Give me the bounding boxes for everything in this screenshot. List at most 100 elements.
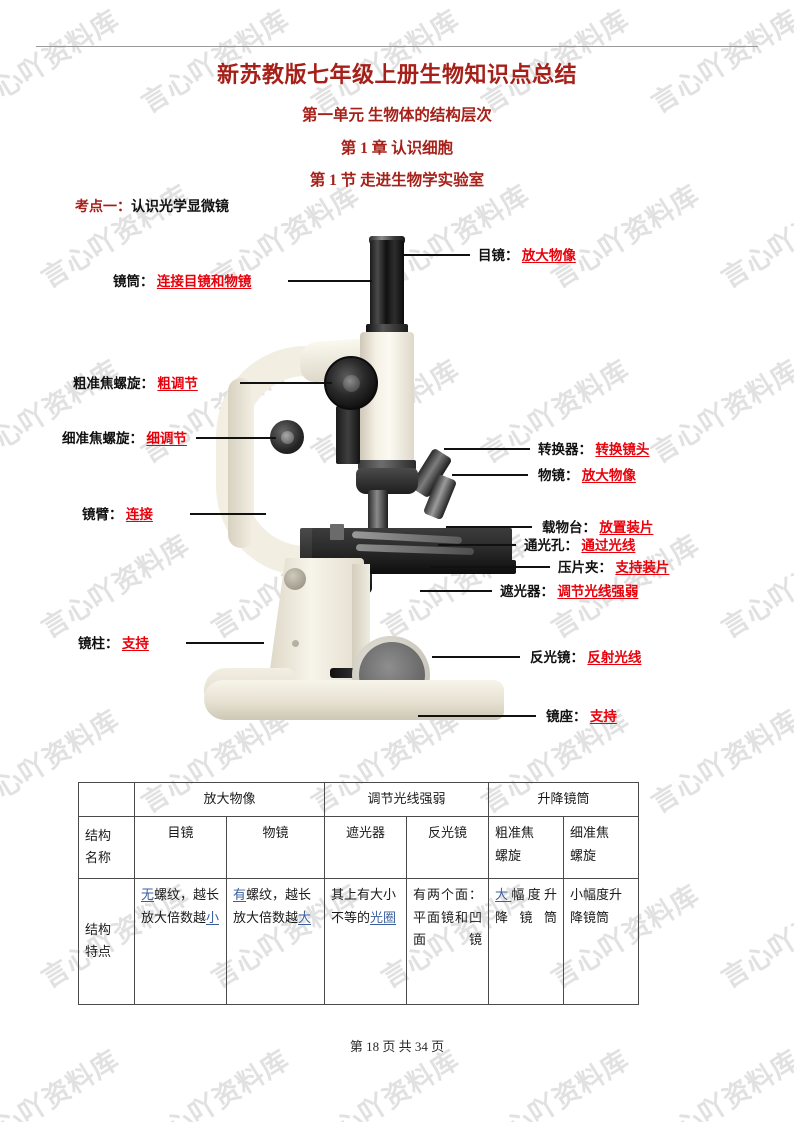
cell-name-diaphragm: 遮光器 (324, 815, 408, 879)
cell-feature-coarse: 大幅度升降镜筒 (488, 877, 565, 1005)
row-header-feature: 结构 特点 (78, 877, 135, 1005)
scope-pillar-screw (284, 568, 306, 590)
scope-knob-stem (336, 406, 360, 464)
cell-feature-fine: 小幅度升降镜筒 (563, 877, 640, 1005)
label-slide-clip: 压片夹： 支持装片 (558, 556, 669, 576)
leader-line-eyepiece (404, 254, 470, 256)
row-header-feature-line2: 特点 (85, 944, 112, 960)
feature-eyepiece-hi2: 小 (206, 909, 220, 925)
label-stage: 载物台： 放置装片 (542, 516, 653, 536)
feature-objective-hi1: 有 (233, 886, 247, 902)
scope-base (204, 680, 504, 720)
leader-line-objective (452, 474, 528, 476)
cell-name-coarse: 粗准焦 螺旋 (488, 815, 565, 879)
feature-eyepiece-hi1: 无 (141, 886, 155, 902)
section-heading: 第 1 节 走进生物学实验室 (309, 172, 485, 189)
feature-coarse-hi1: 大 (495, 886, 512, 902)
label-aperture-function: 通过光线 (581, 538, 636, 553)
scope-objective-lens-3 (368, 490, 388, 534)
cell-name-fine-line2: 螺旋 (570, 847, 597, 863)
leader-line-slide-clip (430, 566, 550, 568)
label-fine-focus-function: 细调节 (146, 431, 187, 446)
table-row-group-headers: 放大物像 调节光线强弱 升降镜筒 (78, 782, 640, 817)
label-slide-clip-function: 支持装片 (615, 560, 670, 575)
header-rule (36, 46, 758, 47)
label-coarse-focus-term: 粗准焦螺旋： (73, 376, 154, 391)
group-header-light: 调节光线强弱 (324, 782, 490, 817)
table-row-features: 结构 特点 无螺纹，越长放大倍数越小 有螺纹，越长放大倍数越大 其上有大小不等的… (78, 877, 640, 1005)
label-base-function: 支持 (589, 709, 617, 724)
label-coarse-focus: 粗准焦螺旋： 粗调节 (73, 372, 198, 392)
leader-line-base (418, 715, 536, 717)
label-eyepiece: 目镜： 放大物像 (478, 244, 576, 264)
label-revolver-function: 转换镜头 (595, 442, 650, 457)
scope-revolving-nosepiece (356, 468, 418, 494)
label-fine-focus: 细准焦螺旋： 细调节 (62, 427, 187, 447)
label-coarse-focus-function: 粗调节 (157, 376, 198, 391)
group-header-magnify: 放大物像 (133, 782, 326, 817)
scope-eyepiece (370, 240, 404, 328)
cell-corner-blank (78, 782, 135, 817)
label-eyepiece-function: 放大物像 (521, 248, 576, 263)
label-tube: 镜筒： 连接目镜和物镜 (113, 270, 251, 290)
scope-eyepiece-collar (366, 324, 408, 333)
leader-line-revolver (444, 448, 530, 450)
label-arm: 镜臂： 连接 (82, 503, 153, 523)
label-aperture-term: 通光孔： (524, 538, 578, 553)
row-header-name-line2: 名称 (85, 850, 112, 866)
scope-body-tube-base (358, 460, 416, 470)
label-reflector: 反光镜： 反射光线 (530, 646, 641, 666)
row-header-name-line1: 结构 (85, 827, 112, 843)
label-reflector-function: 反射光线 (587, 650, 642, 665)
row-header-name: 结构 名称 (78, 815, 135, 879)
cell-feature-reflector: 有两个面：平面镜和凹面镜 (406, 877, 490, 1005)
leader-line-stage (446, 526, 532, 528)
label-diaphragm: 遮光器： 调节光线强弱 (500, 580, 638, 600)
cell-name-fine-line1: 细准焦 (570, 824, 610, 840)
leader-line-aperture (438, 544, 516, 546)
leader-line-arm (190, 513, 266, 515)
keypoint-heading: 考点一：认识光学显微镜 (75, 196, 229, 216)
label-base: 镜座： 支持 (546, 705, 617, 725)
label-objective-function: 放大物像 (581, 468, 636, 483)
label-arm-term: 镜臂： (82, 507, 123, 522)
leader-line-tube (288, 280, 372, 282)
cell-name-reflector: 反光镜 (406, 815, 490, 879)
microscope-figure: 目镜： 放大物像 镜筒： 连接目镜和物镜 粗准焦螺旋： 粗调节 细准焦螺旋： 细… (0, 228, 794, 738)
leader-line-diaphragm (420, 590, 492, 592)
scope-mirror-stem (330, 668, 358, 678)
scope-pillar-dot (292, 640, 299, 647)
cell-name-coarse-line1: 粗准焦 (495, 824, 535, 840)
keypoint-number: 考点一： (75, 200, 131, 215)
microscope-structure-table: 放大物像 调节光线强弱 升降镜筒 结构 名称 目镜 物镜 遮光器 反光镜 粗准焦 (78, 782, 640, 1005)
leader-line-fine-focus (196, 437, 276, 439)
table-row-names: 结构 名称 目镜 物镜 遮光器 反光镜 粗准焦 螺旋 细准焦 螺旋 (78, 815, 640, 879)
label-revolver-term: 转换器： (538, 442, 592, 457)
scope-coarse-knob-center (343, 375, 360, 392)
label-stage-term: 载物台： (542, 520, 596, 535)
leader-line-reflector (432, 656, 520, 658)
leader-line-pillar (186, 642, 264, 644)
group-header-tube: 升降镜筒 (488, 782, 640, 817)
feature-fine-text: 小幅度升降镜筒 (570, 886, 623, 925)
page-footer: 第 18 页 共 34 页 (349, 1039, 445, 1054)
scope-pillar (268, 558, 364, 684)
cell-name-eyepiece: 目镜 (134, 815, 227, 879)
cell-name-fine: 细准焦 螺旋 (563, 815, 640, 879)
cell-name-coarse-line2: 螺旋 (495, 847, 522, 863)
label-pillar-term: 镜柱： (78, 636, 119, 651)
feature-diaphragm-text: 其上有大小不等的 (331, 886, 397, 925)
feature-reflector-text: 有两个面：平面镜和凹面镜 (413, 886, 483, 948)
label-tube-function: 连接目镜和物镜 (156, 274, 252, 289)
feature-eyepiece-text: 螺纹，越长放大倍数越 (141, 886, 220, 925)
unit-heading: 第一单元 生物体的结构层次 (302, 107, 492, 124)
chapter-heading: 第 1 章 认识细胞 (340, 140, 454, 157)
label-arm-function: 连接 (125, 507, 153, 522)
label-aperture: 通光孔： 通过光线 (524, 534, 635, 554)
feature-objective-hi2: 大 (298, 909, 312, 925)
label-pillar-function: 支持 (121, 636, 149, 651)
label-diaphragm-function: 调节光线强弱 (557, 584, 639, 599)
label-objective: 物镜： 放大物像 (538, 464, 636, 484)
row-header-feature-line1: 结构 (85, 921, 112, 937)
